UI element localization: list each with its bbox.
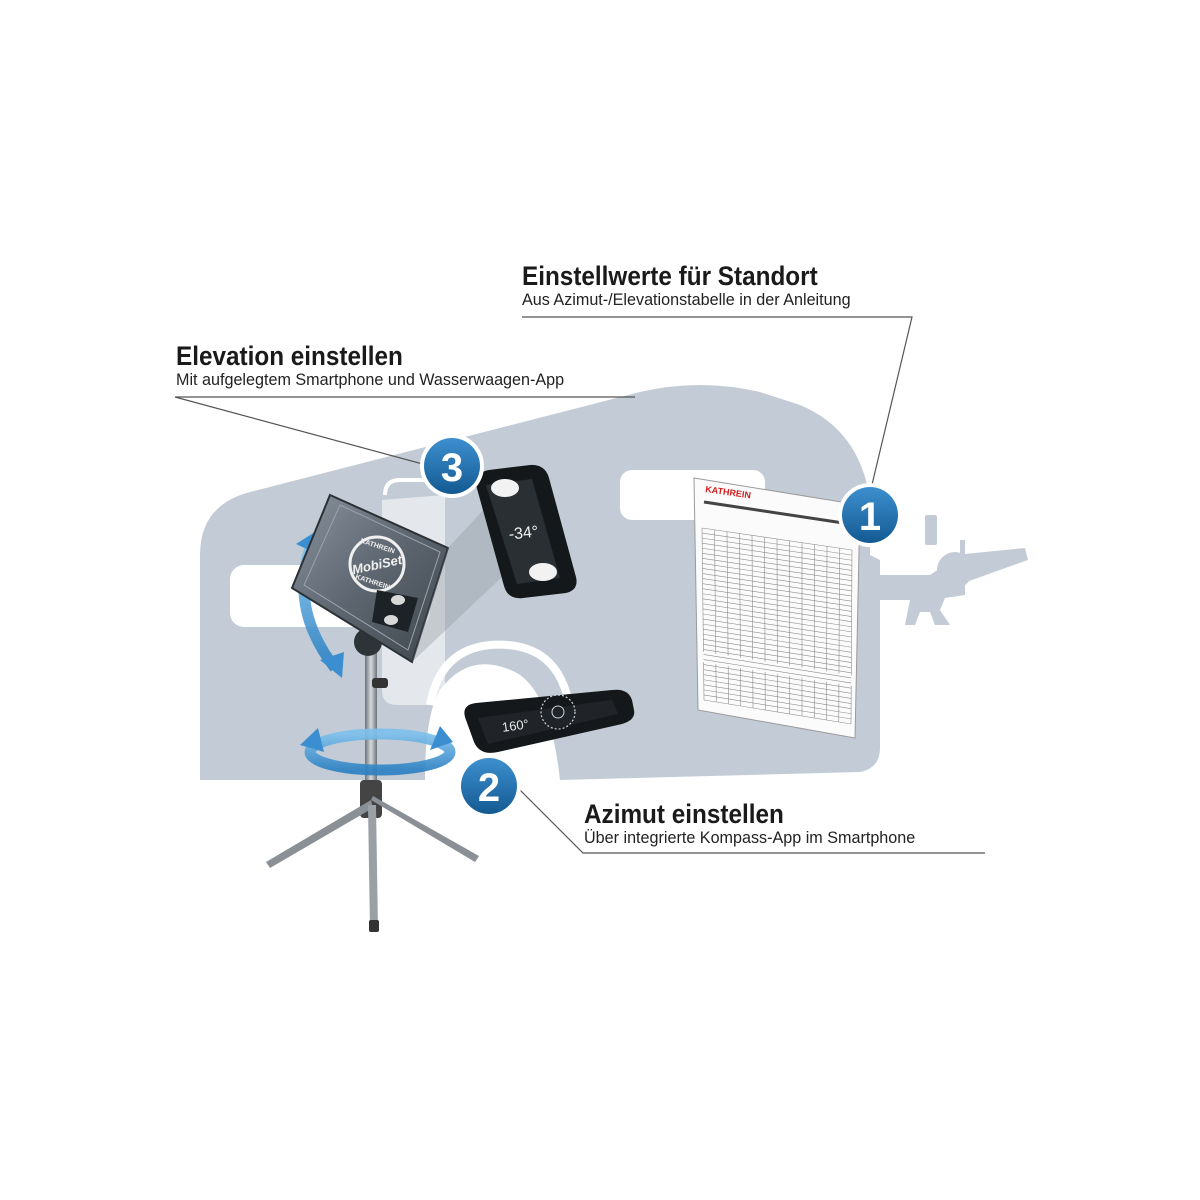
azimuth-rotation-arrow	[300, 726, 456, 776]
compass-reading: 160°	[501, 716, 530, 735]
callout-2-title: Azimut einstellen	[584, 799, 784, 829]
callout-1-caption: Einstellwerte für Standort Aus Azimut-/E…	[522, 262, 868, 310]
badge-1-number: 1	[859, 495, 881, 539]
callout-1-title: Einstellwerte für Standort	[522, 261, 818, 291]
badge-1: 1	[838, 483, 902, 547]
callout-1-subtitle: Aus Azimut-/Elevationstabelle in der Anl…	[522, 290, 851, 309]
azimuth-elevation-table-sheet: KATHREIN	[693, 477, 861, 739]
badge-2: 2	[457, 754, 521, 818]
table-grid	[701, 527, 853, 725]
badge-3-number: 3	[441, 446, 463, 490]
callout-2-caption: Azimut einstellen Über integrierte Kompa…	[584, 800, 933, 848]
compass-phone: 160°	[464, 689, 635, 753]
leader-line-1	[522, 316, 913, 494]
elevation-phone: -34°	[476, 464, 577, 599]
callout-3-subtitle: Mit aufgelegtem Smartphone und Wasserwaa…	[176, 370, 565, 389]
callout-3-caption: Elevation einstellen Mit aufgelegtem Sma…	[176, 342, 585, 390]
badge-3: 3	[420, 434, 484, 498]
leader-line-2	[514, 784, 985, 854]
flat-antenna-panel: KATHREIN MobiSet KATHREIN	[290, 493, 520, 664]
callout-2-subtitle: Über integrierte Kompass-App im Smartpho…	[584, 828, 916, 847]
badge-2-number: 2	[478, 766, 500, 810]
leader-line-3	[174, 396, 635, 471]
leader-lines	[174, 316, 985, 854]
tripod-stand	[266, 628, 479, 932]
elevation-reading: -34°	[508, 524, 539, 544]
callout-3-title: Elevation einstellen	[176, 341, 403, 371]
